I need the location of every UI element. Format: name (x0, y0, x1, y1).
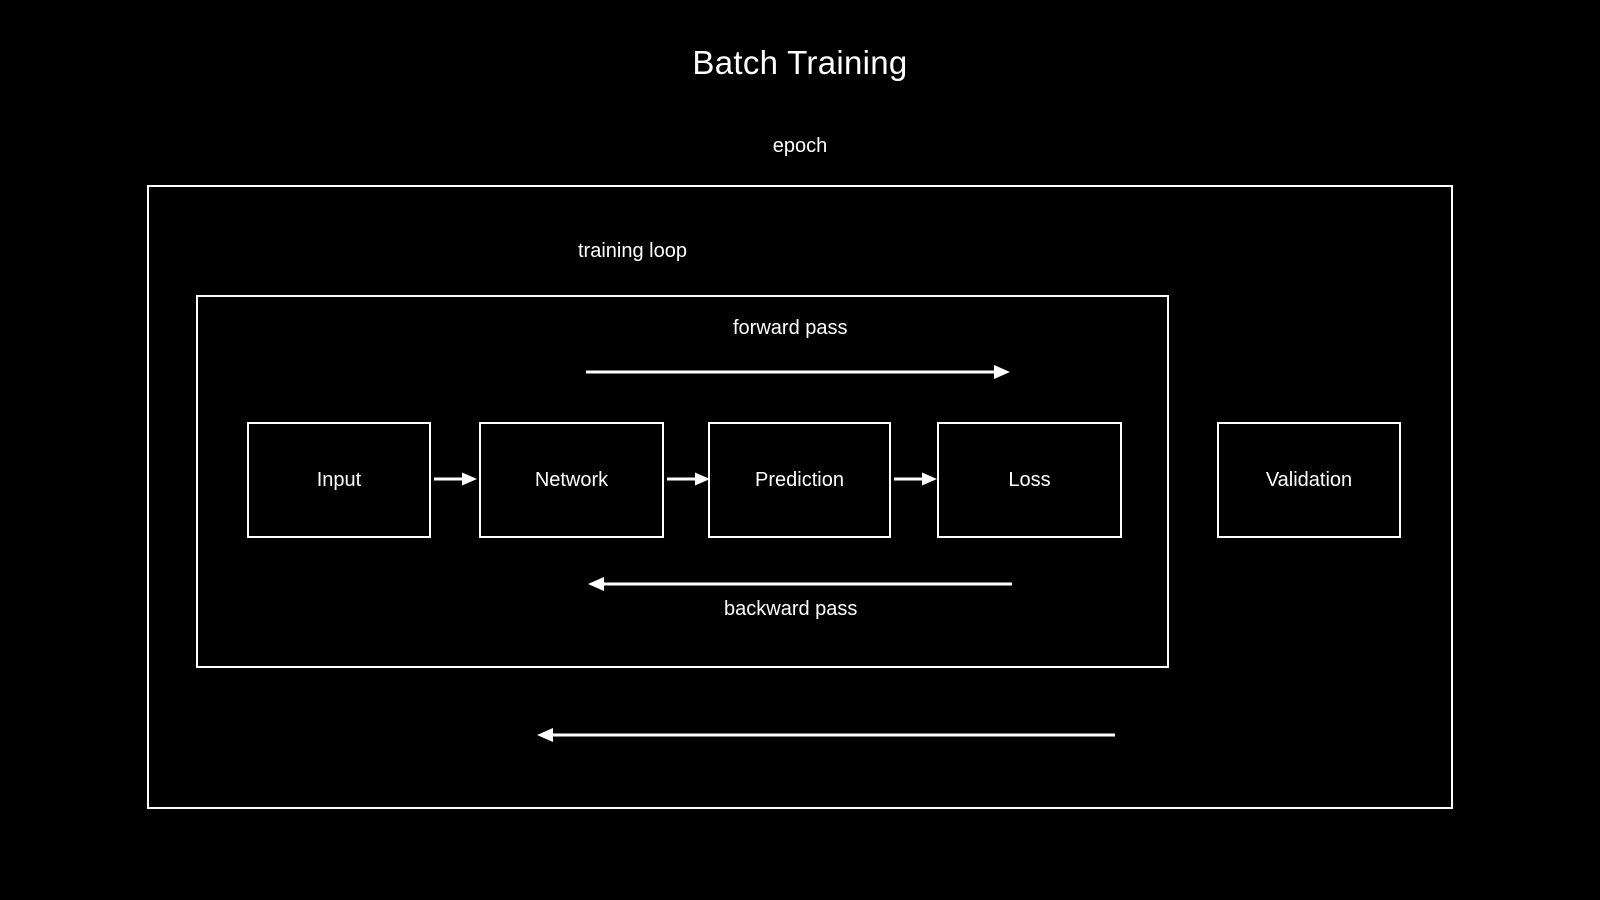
node-prediction-label: Prediction (755, 468, 844, 491)
node-loss[interactable]: Loss (937, 422, 1122, 538)
training-loop-container-label: training loop (578, 240, 687, 262)
page-title: Batch Training (692, 44, 908, 81)
epoch-loop-back-arrow-icon (535, 725, 1115, 745)
node-prediction[interactable]: Prediction (708, 422, 891, 538)
prediction-to-loss-arrow-icon (894, 470, 938, 488)
node-input[interactable]: Input (247, 422, 431, 538)
training-loop-container (196, 295, 1169, 668)
backward-pass-arrow-icon (586, 574, 1012, 594)
node-validation-label: Validation (1265, 468, 1353, 491)
node-input-label: Input (316, 468, 362, 491)
epoch-container-label: epoch (772, 135, 828, 157)
node-validation[interactable]: Validation (1217, 422, 1401, 538)
epoch-container (147, 185, 1453, 809)
node-loss-label: Loss (1008, 468, 1051, 491)
backward-pass-label: backward pass (724, 598, 858, 620)
forward-pass-arrow-icon (586, 362, 1012, 382)
network-to-prediction-arrow-icon (667, 470, 711, 488)
forward-pass-label: forward pass (733, 317, 848, 339)
input-to-network-arrow-icon (434, 470, 478, 488)
node-network[interactable]: Network (479, 422, 664, 538)
node-network-label: Network (534, 468, 609, 491)
